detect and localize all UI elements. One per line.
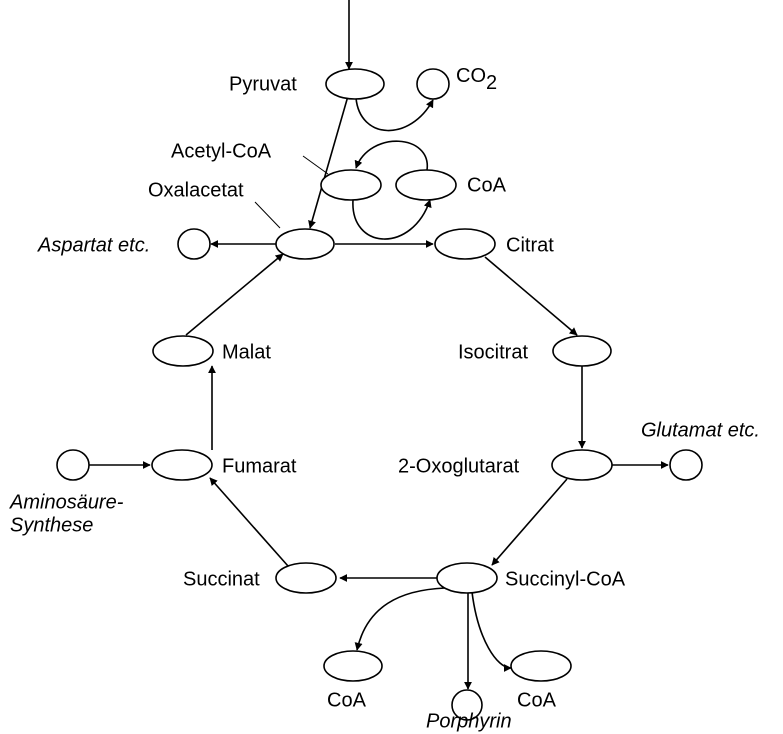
arrow-acetyl-coa-to-coa — [352, 199, 432, 240]
arrow-succinat-to-fumarat — [209, 477, 289, 567]
node-porphyrin — [451, 689, 483, 721]
arrow-pyruvat-to-co2 — [355, 97, 434, 132]
label-succinat: Succinat — [183, 568, 260, 590]
node-isocitrat — [552, 335, 612, 367]
label-coa-bottom-right: CoA — [517, 689, 557, 711]
label-oxoglutarat: 2-Oxoglutarat — [398, 455, 520, 477]
arrow-coa-to-acetyl-coa — [354, 140, 428, 171]
label-aspartat: Aspartat etc. — [37, 234, 150, 256]
label-co2-subscript: 2 — [486, 72, 497, 94]
node-fumarat — [151, 449, 213, 481]
label-fumarat: Fumarat — [222, 455, 297, 477]
leader-acetyl-coa — [302, 155, 329, 175]
arrow-malat-to-oxalacetat — [185, 253, 284, 336]
arrow-oxoglutarat-to-succinyl-coa — [491, 478, 568, 566]
node-coa-top — [395, 169, 457, 201]
label-isocitrat: Isocitrat — [458, 341, 528, 363]
label-succinyl-coa: Succinyl-CoA — [505, 568, 626, 590]
node-succinat — [275, 562, 337, 594]
label-porphyrin: Porphyrin — [426, 710, 512, 732]
label-glutamat: Glutamat etc. — [641, 419, 760, 441]
node-glutamat — [669, 449, 703, 481]
leader-oxalacetat — [254, 201, 281, 229]
node-oxoglutarat — [551, 449, 613, 481]
node-aspartat — [177, 228, 211, 260]
label-coa-top: CoA — [467, 174, 507, 196]
nodes — [56, 68, 703, 721]
label-malat: Malat — [222, 341, 271, 363]
label-oxalacetat: Oxalacetat — [148, 179, 244, 201]
node-aminosaeure — [56, 449, 90, 481]
node-malat — [152, 335, 214, 367]
labels: Pyruvat CO2 Acetyl-CoA CoA Oxalacetat As… — [9, 65, 760, 732]
node-oxalacetat — [275, 228, 335, 260]
node-coa-bottom-left — [323, 650, 383, 682]
label-coa-bottom-left: CoA — [327, 689, 367, 711]
arrow-pyruvat-to-oxalacetat — [308, 95, 349, 229]
label-aminosaeure-line1: Aminosäure- — [9, 491, 124, 513]
node-coa-bottom-right — [510, 650, 572, 682]
label-acetyl-coa: Acetyl-CoA — [171, 140, 272, 162]
label-co2: CO2 — [456, 65, 497, 94]
node-citrat — [434, 228, 496, 260]
node-co2 — [416, 68, 450, 100]
arrow-succinyl-coa-to-coa-right — [471, 591, 512, 672]
node-succinyl-coa — [436, 562, 498, 594]
edges — [89, 0, 669, 690]
label-pyruvat: Pyruvat — [229, 73, 297, 95]
label-co2-main: CO — [456, 65, 486, 87]
label-aminosaeure-line2: Synthese — [10, 514, 93, 536]
node-pyruvat — [325, 68, 385, 100]
arrow-succinyl-coa-to-coa-left — [354, 587, 446, 651]
node-acetyl-coa — [320, 169, 382, 201]
label-citrat: Citrat — [506, 234, 554, 256]
arrow-citrat-to-isocitrat — [484, 256, 578, 336]
